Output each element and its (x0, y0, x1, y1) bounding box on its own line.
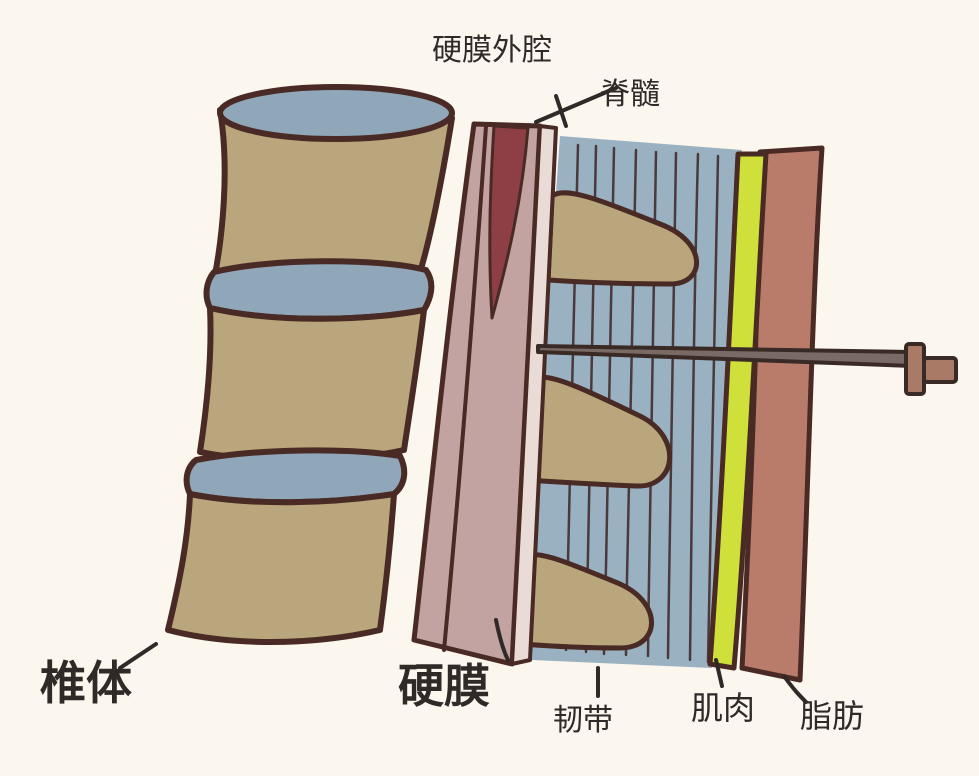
spinous-process-upper (545, 190, 699, 287)
label-ligament: 韧带 (553, 703, 613, 738)
label-fat: 脂肪 (800, 697, 865, 735)
leader-fat (782, 674, 808, 704)
leader-vertebra (118, 642, 158, 670)
dura-inner-line (442, 124, 488, 652)
label-spinal-cord: 脊髓 (600, 77, 660, 112)
leader-epidural-tick (554, 94, 568, 128)
leader-dura (494, 618, 510, 662)
muscle-layer (707, 151, 769, 671)
leader-muscle (714, 658, 724, 688)
vertebra-middle (197, 305, 427, 464)
label-dura: 硬膜 (398, 659, 490, 713)
spinous-process-middle (525, 374, 672, 489)
epidural-space-gap (510, 124, 558, 666)
label-muscle: 肌肉 (691, 689, 756, 727)
needle-icon (536, 342, 958, 396)
leader-epidural (534, 86, 618, 124)
leader-lines (118, 86, 808, 704)
label-vertebra: 椎体 (40, 656, 132, 710)
vertebra-top-surface (217, 84, 455, 142)
spinous-process-lower (519, 552, 654, 651)
spinal-cord (488, 124, 530, 320)
label-epidural-space: 硬膜外腔 (432, 33, 552, 68)
vertebra-bottom (165, 491, 397, 645)
intervertebral-disc-upper (203, 258, 435, 322)
